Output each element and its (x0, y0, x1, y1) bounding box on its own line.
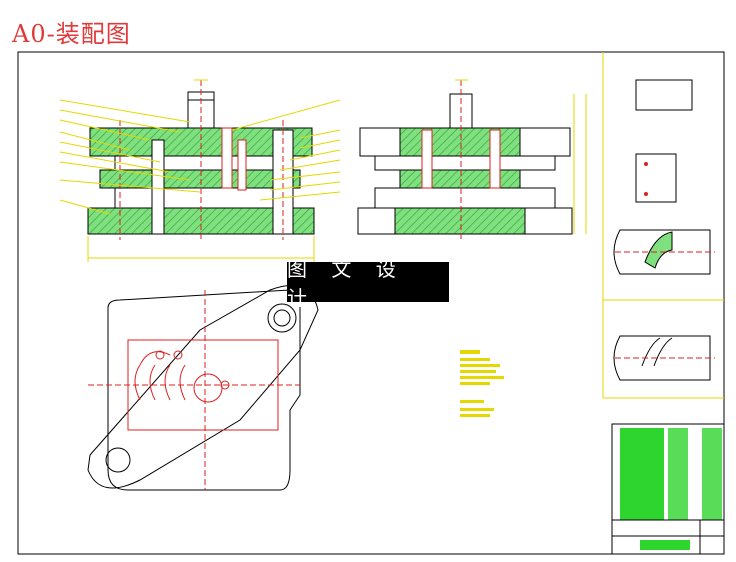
drawing-frame (17, 51, 725, 555)
side-section-view (357, 79, 587, 240)
technical-notes (460, 350, 504, 417)
watermark-banner: 图 文 设 计 (287, 257, 449, 310)
part-drawings (613, 79, 715, 381)
drawing-title: A0-装配图 (12, 20, 131, 48)
title-block (611, 423, 725, 555)
front-section-view (59, 79, 341, 262)
plan-view (87, 285, 319, 491)
